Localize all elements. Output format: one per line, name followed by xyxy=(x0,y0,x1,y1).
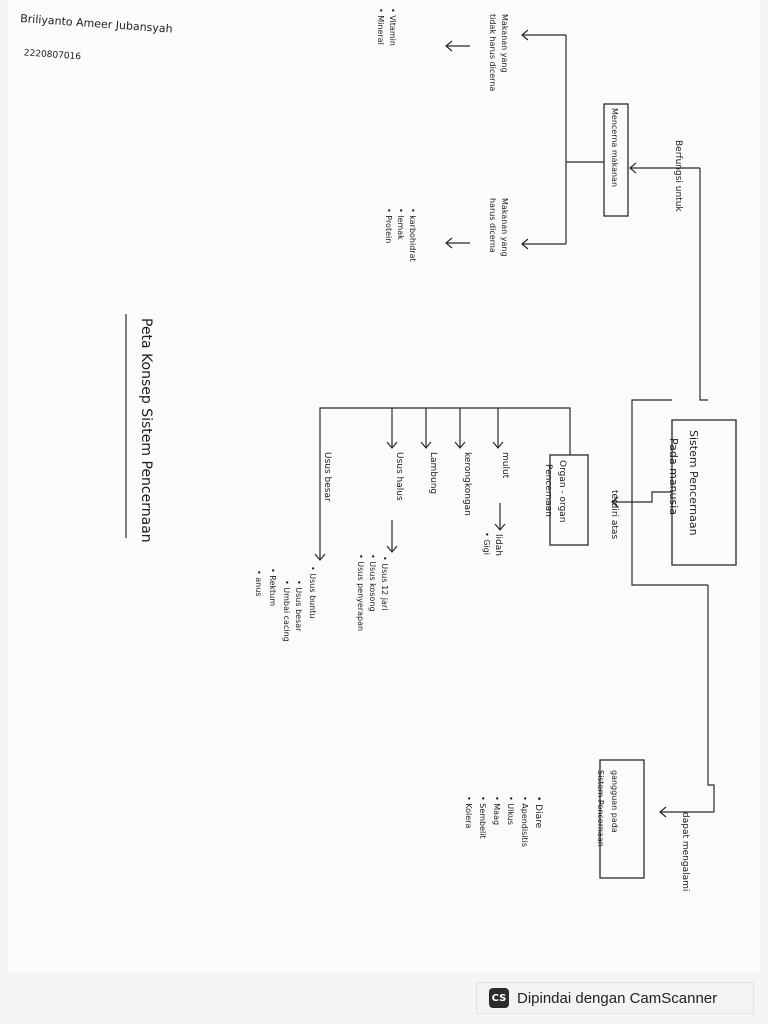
disorder-node-line1: gangguan pada xyxy=(610,770,619,833)
organ-node-box xyxy=(549,454,589,546)
disorder-2: • Apendisitis xyxy=(520,796,529,847)
camscanner-logo-icon: CS xyxy=(489,988,509,1008)
disorder-3: • Ulkus xyxy=(506,796,515,825)
food-branch-1-line2: tidak harus dicerna xyxy=(488,14,497,91)
paper-sheet xyxy=(8,0,760,972)
large-intestine-part-1: • Usus buntu xyxy=(308,566,317,619)
connector-to-function xyxy=(699,168,708,401)
organ-mouth: mulut xyxy=(500,452,510,479)
function-node-box xyxy=(603,103,629,217)
small-intestine-part-2: • Usus kosong xyxy=(368,554,377,612)
camscanner-watermark: CS Dipindai dengan CamScanner xyxy=(476,982,754,1014)
food-branch-2-item-3: • Protein xyxy=(384,208,393,243)
link-disorders: dapat mengalami xyxy=(680,812,690,891)
large-intestine-part-5: • anus xyxy=(254,570,263,596)
disorder-node-box xyxy=(599,759,645,879)
food-branch-2-item-2: • lemak xyxy=(396,208,405,240)
large-intestine-part-2: • Usus besar xyxy=(294,580,303,632)
organ-node-line1: Organ - organ xyxy=(557,460,567,523)
organ-arrows xyxy=(314,441,504,561)
food-branch-1-line1: Makanan yang xyxy=(500,14,509,73)
food-branch-1-item-2: • Mineral xyxy=(376,8,385,45)
food-branch-2-line1: Makanan yang xyxy=(500,198,509,257)
arrow-vitamins xyxy=(445,40,453,52)
connector-to-disorders xyxy=(707,585,715,812)
center-node-line1: Sistem Pencernaan xyxy=(687,430,700,536)
disorder-5: • Sembelit xyxy=(478,796,487,839)
food-branch-2-line2: harus dicerna xyxy=(488,198,497,253)
disorder-node-line2: Sistem Pencernaan xyxy=(596,770,605,847)
author-name: Briliyanto Ameer Jubansyah xyxy=(20,12,173,36)
small-intestine-part-3: • Usus penyerapan xyxy=(356,554,365,631)
page-title: Peta Konsep Sistem Pencernaan xyxy=(138,318,154,543)
food-branch-1-item-1: • Vitamin xyxy=(388,8,397,46)
disorder-6: • Kolera xyxy=(464,796,473,828)
arrow-mouth-parts xyxy=(494,523,506,531)
large-intestine-part-3: • Umbai cacing xyxy=(282,580,291,642)
food-branch-2-item-1: • karbohidrat xyxy=(408,208,417,262)
organ-bus xyxy=(319,407,571,560)
mouth-part-2: • Gigi xyxy=(482,532,491,555)
center-node-line2: Pada manusia xyxy=(667,438,680,515)
large-intestine-part-4: • Rektum xyxy=(268,568,277,606)
organ-node-line2: Pencernaan xyxy=(543,464,553,517)
link-consists: terdiri atas xyxy=(609,490,619,539)
disorder-4: • Maag xyxy=(492,796,501,825)
function-node-label: Mencerna makanan xyxy=(610,108,619,187)
small-intestine-part-1: • Usus 12 jari xyxy=(380,556,389,610)
arrows-food xyxy=(521,29,529,250)
link-function: Berfungsi untuk xyxy=(673,140,683,212)
connector-food-arms xyxy=(522,34,566,245)
connector-to-organs xyxy=(612,491,672,503)
watermark-text: Dipindai dengan CamScanner xyxy=(517,989,718,1007)
arrow-macros xyxy=(445,237,453,249)
organ-stomach: Lambung xyxy=(428,452,438,494)
mouth-part-1: lidah xyxy=(493,534,503,556)
connector-food-branches xyxy=(565,35,604,244)
organ-esophagus: kerongkongan xyxy=(462,452,472,516)
organ-large-intestine: Usus besar xyxy=(322,452,332,502)
organ-small-intestine: Usus halus xyxy=(394,452,404,501)
student-id: 2220807016 xyxy=(23,48,81,62)
arrow-disorder-node xyxy=(659,806,667,818)
center-node-box xyxy=(671,419,737,566)
arrow-organs xyxy=(611,496,619,508)
disorder-1: • Diare xyxy=(533,796,543,829)
arrow-function-node xyxy=(629,162,637,174)
center-bracket xyxy=(631,399,708,586)
arrow-small-intestine xyxy=(386,545,398,553)
